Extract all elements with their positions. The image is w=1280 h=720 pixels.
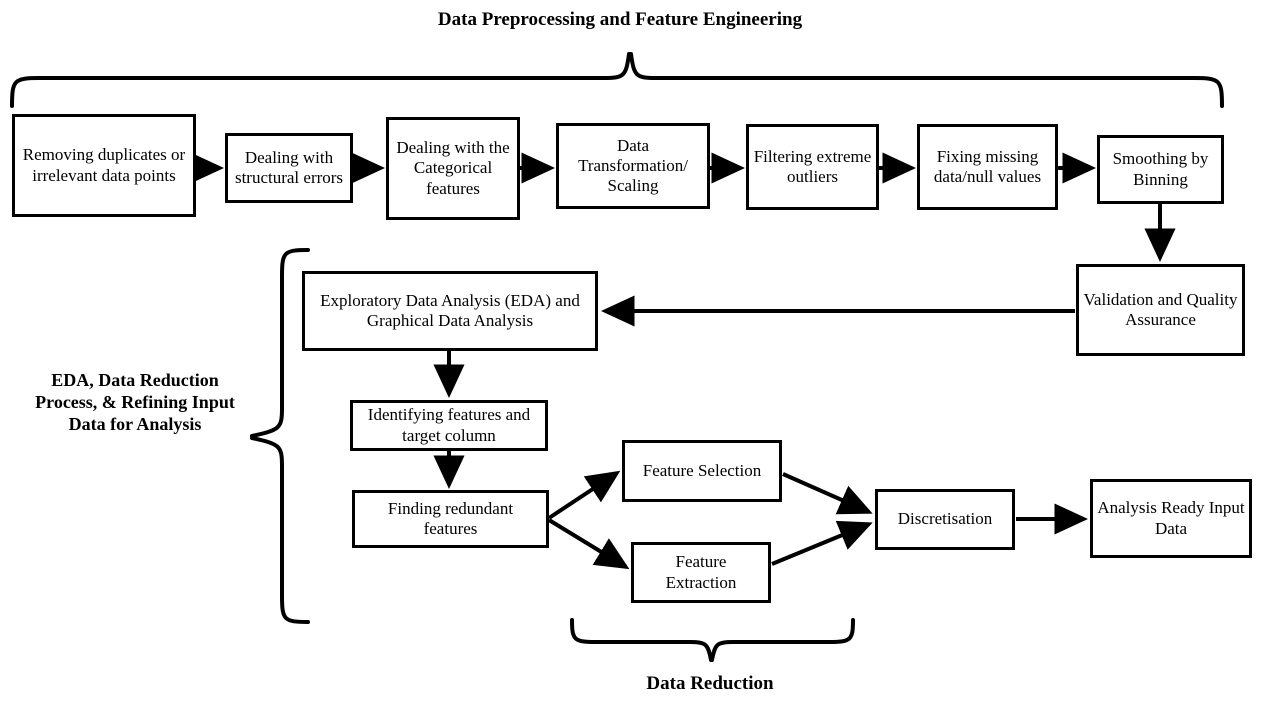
node-feature-selection-label: Feature Selection bbox=[642, 460, 762, 480]
edge-extraction-to-discretisation bbox=[771, 520, 873, 566]
node-analysis-ready-label: Analysis Ready Input Data bbox=[1097, 498, 1245, 538]
node-smoothing-binning-label: Smoothing by Binning bbox=[1112, 149, 1209, 189]
node-validation-quality[interactable]: Validation and Quality Assurance bbox=[1076, 264, 1245, 356]
group-label-top: Data Preprocessing and Feature Engineeri… bbox=[437, 9, 803, 30]
node-identifying-features[interactable]: Identifying features and target column bbox=[350, 400, 548, 451]
node-fixing-missing-label: Fixing missing data/null values bbox=[933, 146, 1042, 186]
node-transformation-scaling-label: Data Transformation/ Scaling bbox=[578, 135, 688, 196]
node-feature-extraction[interactable]: Feature Extraction bbox=[631, 542, 771, 603]
node-eda-label: Exploratory Data Analysis (EDA) and Grap… bbox=[320, 290, 580, 330]
node-finding-redundant-label: Finding redundant features bbox=[387, 498, 514, 538]
node-transformation-scaling[interactable]: Data Transformation/ Scaling bbox=[556, 123, 710, 209]
node-removing-duplicates[interactable]: Removing duplicates or irrelevant data p… bbox=[12, 114, 196, 217]
node-identifying-features-label: Identifying features and target column bbox=[367, 405, 531, 445]
node-discretisation-label: Discretisation bbox=[897, 509, 993, 529]
node-removing-duplicates-label: Removing duplicates or irrelevant data p… bbox=[22, 145, 186, 185]
node-categorical-features[interactable]: Dealing with the Categorical features bbox=[386, 117, 520, 220]
node-analysis-ready[interactable]: Analysis Ready Input Data bbox=[1090, 479, 1252, 558]
node-categorical-features-label: Dealing with the Categorical features bbox=[396, 138, 510, 198]
node-feature-selection[interactable]: Feature Selection bbox=[622, 440, 782, 502]
node-feature-extraction-label: Feature Extraction bbox=[665, 552, 737, 592]
node-finding-redundant[interactable]: Finding redundant features bbox=[352, 490, 549, 548]
node-structural-errors[interactable]: Dealing with structural errors bbox=[225, 133, 353, 203]
brace-bottom bbox=[570, 618, 855, 662]
brace-top bbox=[10, 52, 1224, 108]
edge-finding-to-selection bbox=[547, 470, 621, 520]
node-filtering-outliers-label: Filtering extreme outliers bbox=[753, 146, 872, 186]
group-label-left: EDA, Data Reduction Process, & Refining … bbox=[35, 370, 235, 434]
node-smoothing-binning[interactable]: Smoothing by Binning bbox=[1097, 135, 1224, 204]
node-filtering-outliers[interactable]: Filtering extreme outliers bbox=[746, 124, 879, 210]
brace-left bbox=[250, 248, 310, 624]
edge-selection-to-discretisation bbox=[782, 472, 873, 515]
node-structural-errors-label: Dealing with structural errors bbox=[234, 147, 344, 187]
node-fixing-missing[interactable]: Fixing missing data/null values bbox=[917, 124, 1058, 210]
node-discretisation[interactable]: Discretisation bbox=[875, 489, 1015, 550]
node-eda[interactable]: Exploratory Data Analysis (EDA) and Grap… bbox=[302, 271, 598, 351]
edge-finding-to-extraction bbox=[547, 518, 630, 570]
node-validation-quality-label: Validation and Quality Assurance bbox=[1083, 289, 1238, 329]
group-label-bottom: Data Reduction bbox=[646, 673, 774, 694]
